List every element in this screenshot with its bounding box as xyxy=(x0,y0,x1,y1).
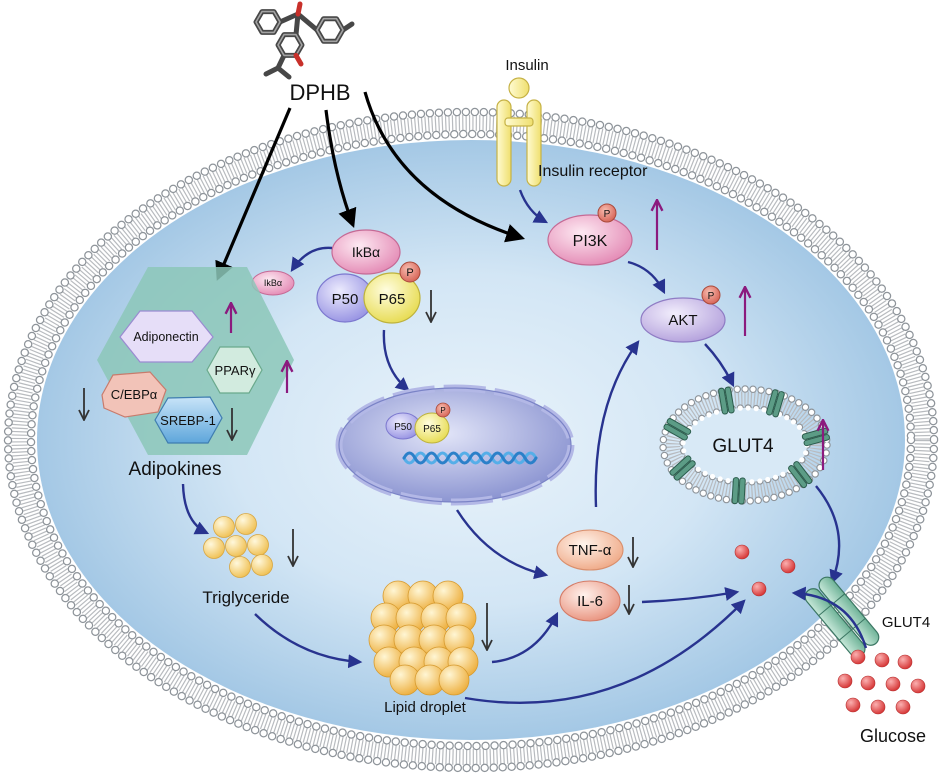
vesicle-glut4-transporter xyxy=(669,455,696,481)
triglyceride-label: Triglyceride xyxy=(202,588,289,607)
lipid-to-il6-arrow xyxy=(491,611,559,664)
vesicle-glut4-transporter xyxy=(766,389,785,418)
insulin-ligand xyxy=(508,77,530,99)
ikba-release-arrow xyxy=(290,246,333,272)
insulin-receptor-label: Insulin receptor xyxy=(538,163,648,180)
ikba-label: IkBα xyxy=(352,244,380,260)
complex-to-nucleus-arrow xyxy=(382,329,410,392)
pi3k-label: PI3K xyxy=(573,233,608,250)
nucleus-p50-label: P50 xyxy=(394,422,412,433)
p65-node xyxy=(363,272,421,324)
intracellular-glucose xyxy=(734,544,796,597)
akt-node: AKT P xyxy=(640,285,726,343)
vesicle-glut4-transporter xyxy=(718,386,735,415)
glut4-membrane-label: GLUT4 xyxy=(882,614,930,631)
tnf-alpha-node: TNF-α xyxy=(556,529,624,571)
nucleus-p65-node xyxy=(414,412,450,444)
nucleus: P50 P65 P xyxy=(335,384,575,506)
dna-helix xyxy=(402,451,538,465)
pi3k-phospho-label: P xyxy=(604,209,611,220)
p50-label: P50 xyxy=(332,291,359,308)
triglyceride-cluster xyxy=(203,513,273,578)
adiponectin-node xyxy=(119,310,214,363)
triglyceride-to-lipid-arrow xyxy=(254,613,363,669)
srebp1-node xyxy=(154,396,223,444)
lipid-droplet-cluster xyxy=(368,580,479,696)
p65-phospho-label: P xyxy=(406,267,413,279)
released-ikba-label: IkBα xyxy=(264,278,282,288)
srebp1-label: SREBP-1 xyxy=(160,413,216,428)
vesicle-to-glucose-arrow xyxy=(815,485,843,585)
dphb-label: DPHB xyxy=(289,80,350,105)
lipid-droplet-label: Lipid droplet xyxy=(384,699,467,716)
nucleus-to-cytokines-arrow xyxy=(455,509,549,580)
pi3k-node: PI3K P xyxy=(547,203,633,266)
glucose-uptake-arrow xyxy=(791,586,868,649)
membrane-glut4-transporter xyxy=(804,576,880,658)
adipokines-group: Adiponectin PPARγ C/EBPα SREBP-1 xyxy=(97,267,294,455)
nucleus-phospho-label: P xyxy=(440,406,445,415)
glut4-vesicle-label: GLUT4 xyxy=(712,436,774,457)
vesicle-glut4-transporter xyxy=(788,461,813,489)
vesicle-glut4-transporter xyxy=(663,418,692,441)
glucose-label: Glucose xyxy=(860,726,926,746)
extracellular-glucose xyxy=(837,649,926,715)
akt-to-glut4-arrow xyxy=(704,343,735,388)
receptor-to-pi3k-arrow xyxy=(518,189,549,224)
cebp-alpha-label: C/EBPα xyxy=(111,387,158,402)
plasma-membrane xyxy=(3,107,939,773)
akt-label: AKT xyxy=(668,312,697,329)
p65-label: P65 xyxy=(379,291,406,308)
dphb-to-adipokines-arrow xyxy=(215,107,292,281)
insulin-label: Insulin xyxy=(505,57,548,74)
il6-label: IL-6 xyxy=(577,593,603,610)
nfkb-complex: P50 P65 IkBα P xyxy=(316,229,421,324)
pi3k-phospho xyxy=(597,203,617,223)
pi3k-to-akt-arrow xyxy=(627,260,666,295)
adiponectin-label: Adiponectin xyxy=(133,330,198,344)
il6-node: IL-6 xyxy=(559,580,621,622)
ikba-node xyxy=(331,229,401,275)
vesicle-glut4-transporter xyxy=(731,477,746,505)
dphb-to-ikba-arrow xyxy=(324,109,357,228)
insulin-receptor xyxy=(496,77,542,187)
dphb-to-pi3k-arrow xyxy=(363,91,526,243)
cebp-alpha-node xyxy=(101,371,167,418)
tnf-alpha-label: TNF-α xyxy=(569,542,612,559)
il6-to-glucose-arrow xyxy=(641,587,740,604)
p65-phospho xyxy=(399,261,421,283)
akt-phospho-label: P xyxy=(708,291,715,302)
nucleus-p65-phospho xyxy=(435,402,451,418)
lipid-to-glucose-arrow xyxy=(464,599,746,705)
ppar-gamma-node xyxy=(206,346,263,394)
nucleus-p65-label: P65 xyxy=(423,424,441,435)
adipokines-to-triglyceride-arrow xyxy=(181,483,210,535)
adipokines-label: Adipokines xyxy=(129,459,222,480)
tnf-to-akt-arrow xyxy=(594,340,640,508)
ppar-gamma-label: PPARγ xyxy=(215,363,256,378)
dphb-molecule xyxy=(253,1,355,80)
akt-phospho xyxy=(701,285,721,305)
